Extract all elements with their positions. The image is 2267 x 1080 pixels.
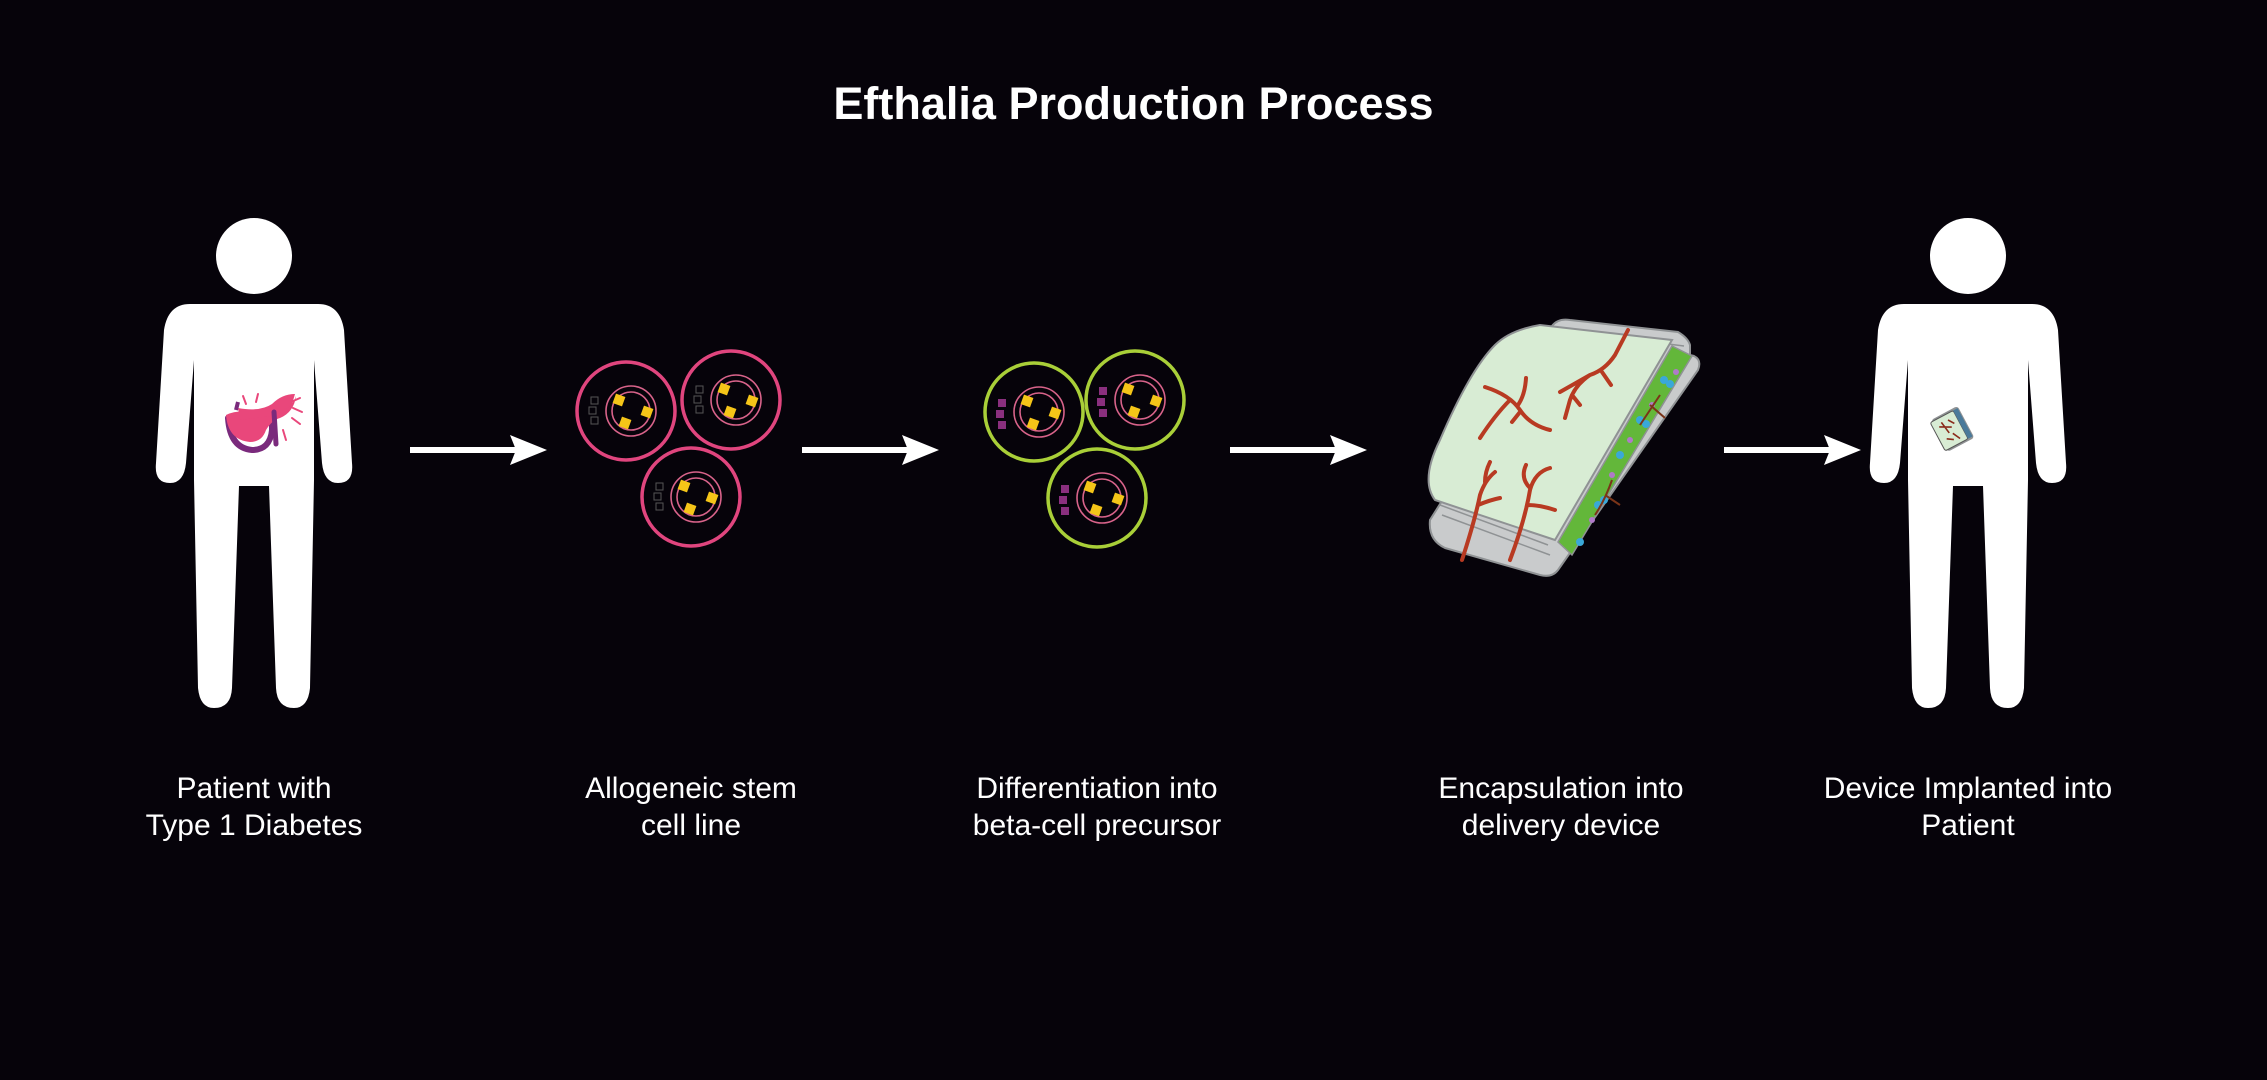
person-with-implant-icon <box>1869 218 2067 708</box>
label-line: Patient with <box>176 772 332 805</box>
label-line: Patient <box>1921 809 2015 842</box>
diagram-title: Efthalia Production Process <box>833 78 1434 129</box>
arrow-1 <box>410 435 547 465</box>
step-label-stem-cells: Allogeneic stem cell line <box>511 770 871 844</box>
arrow-4 <box>1724 435 1861 465</box>
label-line: Differentiation into <box>976 772 1218 805</box>
pancreas-icon <box>225 393 303 454</box>
label-line: Type 1 Diabetes <box>145 809 363 842</box>
person-with-pancreas-icon <box>155 218 353 708</box>
label-line: cell line <box>640 809 742 842</box>
arrow-2 <box>802 435 939 465</box>
precursor-cell-cluster-icon <box>985 351 1184 547</box>
step-label-differentiation: Differentiation into beta-cell precursor <box>917 770 1277 844</box>
stem-cell-cluster-icon <box>577 351 780 546</box>
label-line: Device Implanted into <box>1823 772 2113 805</box>
label-line: Allogeneic stem <box>585 772 797 805</box>
label-line: Encapsulation into <box>1438 772 1684 805</box>
delivery-device-icon <box>1427 318 1701 577</box>
label-line: delivery device <box>1461 809 1661 842</box>
label-line: beta-cell precursor <box>972 809 1222 842</box>
implant-device-icon <box>1930 406 1974 451</box>
arrow-3 <box>1230 435 1367 465</box>
step-label-patient: Patient with Type 1 Diabetes <box>74 770 434 844</box>
step-label-encapsulation: Encapsulation into delivery device <box>1381 770 1741 844</box>
step-label-implant: Device Implanted into Patient <box>1788 770 2148 844</box>
